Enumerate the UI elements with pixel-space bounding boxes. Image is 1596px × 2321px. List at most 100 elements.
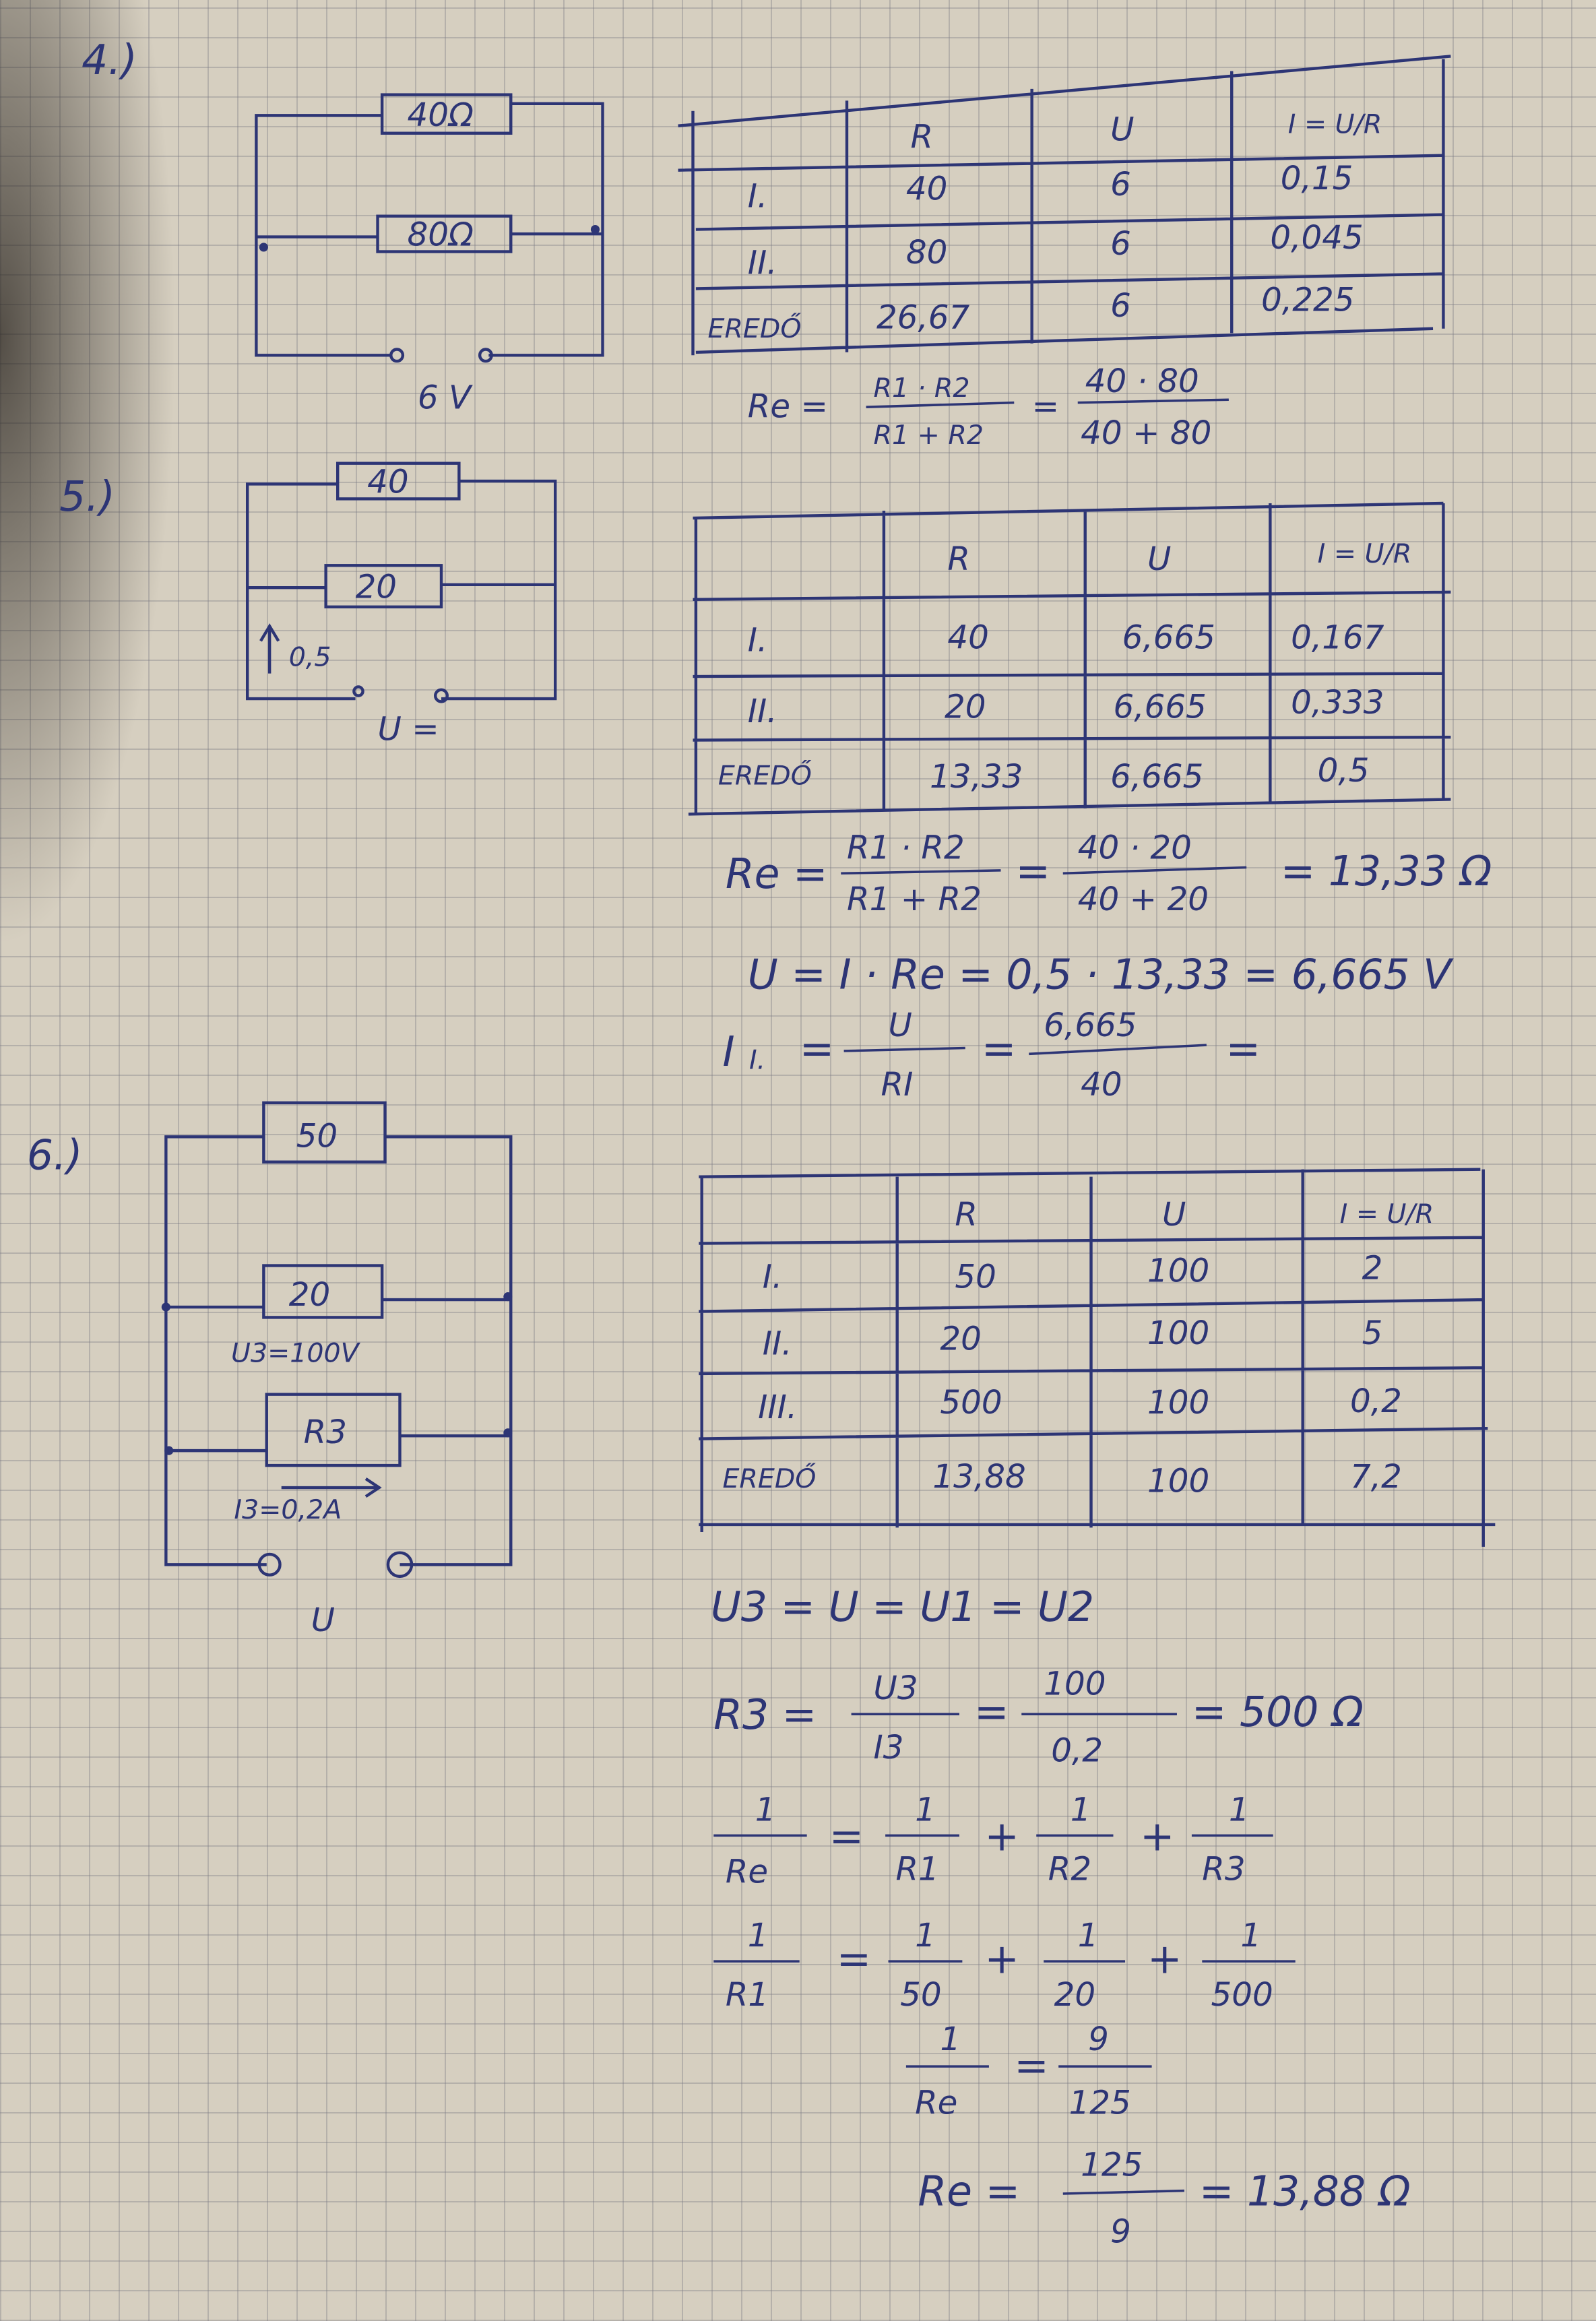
current-arrow-icon bbox=[259, 623, 280, 674]
numerator: U bbox=[889, 1007, 912, 1044]
subscript: I. bbox=[749, 1044, 765, 1075]
voltage-equation: U3 = U = U1 = U2 bbox=[711, 1583, 1094, 1631]
eq-text: = bbox=[1225, 1024, 1260, 1073]
equivalent-resistance-equation: Re = R1 · R2 R1 + R2 = 40 · 80 40 + 80 bbox=[748, 362, 1229, 452]
cell: 0,167 bbox=[1291, 618, 1384, 656]
numerator: R1 · R2 bbox=[847, 829, 965, 866]
result: = 13,33 Ω bbox=[1281, 847, 1492, 895]
cell: 50 bbox=[955, 1258, 996, 1296]
resistor-label: 40 bbox=[367, 464, 409, 501]
cell: 6 bbox=[1110, 225, 1131, 263]
eq-text: Re = bbox=[726, 850, 828, 898]
row-label: III. bbox=[758, 1389, 797, 1426]
problem-6: 6.) 50 20 R3 U3=100V I3=0,2A U R U I = U… bbox=[27, 1101, 1496, 2251]
results-table: R U I = U/R I. 50 100 2 II. 20 100 5 III… bbox=[699, 1168, 1496, 1547]
cell: 40 bbox=[947, 618, 989, 656]
result: = 500 Ω bbox=[1192, 1688, 1364, 1736]
eq-text: R3 = bbox=[713, 1690, 817, 1739]
row-label: EREDŐ bbox=[722, 1463, 816, 1494]
results-table: R U I = U/R I. 40 6,665 0,167 II. 20 6,6… bbox=[688, 501, 1451, 816]
cell: 80 bbox=[906, 234, 948, 272]
cell: 6,665 bbox=[1113, 689, 1206, 726]
eq-text: = bbox=[982, 1024, 1017, 1073]
header-r: R bbox=[955, 1196, 978, 1234]
equations: U3 = U = U1 = U2 R3 = U3 I3 = 100 0,2 = … bbox=[711, 1583, 1411, 2251]
eq-text: = bbox=[974, 1688, 1009, 1736]
cell: 0,225 bbox=[1261, 281, 1354, 319]
row-label: II. bbox=[748, 693, 777, 730]
resistor-label: 50 bbox=[296, 1118, 338, 1155]
denominator: R2 bbox=[1048, 1850, 1091, 1888]
denominator: R1 bbox=[896, 1850, 939, 1888]
header-i: I = U/R bbox=[1340, 1199, 1434, 1230]
result: = 13,88 Ω bbox=[1199, 2167, 1411, 2216]
voltage-equation: U = I · Re = 0,5 · 13,33 = 6,665 V bbox=[748, 951, 1454, 999]
voltage-label: U bbox=[311, 1601, 335, 1639]
header-r: R bbox=[947, 540, 970, 578]
numerator: U3 bbox=[874, 1670, 918, 1707]
denominator: 0,2 bbox=[1051, 1732, 1103, 1770]
numerator: 40 · 80 bbox=[1085, 362, 1199, 400]
numerator: 40 · 20 bbox=[1078, 829, 1192, 866]
source-voltage: 6 V bbox=[418, 379, 473, 416]
eq-text: + bbox=[984, 1935, 1019, 1983]
header-u: U bbox=[1162, 1196, 1186, 1234]
cell: 20 bbox=[945, 689, 986, 726]
eq-text: + bbox=[984, 1812, 1019, 1860]
eq-text: = bbox=[1032, 388, 1060, 426]
header-i: I = U/R bbox=[1318, 538, 1412, 569]
header-r: R bbox=[910, 119, 933, 156]
denominator: I3 bbox=[874, 1729, 904, 1767]
denominator: 40 + 80 bbox=[1081, 414, 1211, 452]
voltage-label: U3=100V bbox=[231, 1337, 361, 1368]
current-label: I3=0,2A bbox=[234, 1494, 342, 1525]
current-arrow-icon bbox=[281, 1477, 382, 1498]
numerator: 1 bbox=[915, 1791, 936, 1829]
denominator: R1 + R2 bbox=[847, 881, 982, 918]
denominator: Re bbox=[915, 2084, 957, 2122]
numerator: 6,665 bbox=[1044, 1007, 1137, 1044]
cell: 100 bbox=[1147, 1252, 1209, 1290]
numerator: 1 bbox=[1240, 1917, 1261, 1954]
denominator: Re bbox=[726, 1853, 768, 1891]
cell: 26,67 bbox=[876, 299, 970, 337]
denominator: R1 + R2 bbox=[874, 420, 984, 451]
eq-text: Re = bbox=[748, 388, 828, 426]
cell: 0,2 bbox=[1350, 1382, 1402, 1420]
voltage-label: U = bbox=[378, 711, 439, 749]
numerator: 1 bbox=[1229, 1791, 1250, 1829]
resistor-label: 20 bbox=[289, 1276, 331, 1314]
terminal bbox=[478, 348, 493, 363]
cell: 100 bbox=[1147, 1384, 1209, 1422]
denominator: 500 bbox=[1211, 1976, 1273, 2014]
cell: 0,5 bbox=[1318, 752, 1370, 790]
numerator: 9 bbox=[1088, 2021, 1109, 2058]
results-table: R U I = U/R I. 40 6 0,15 II. 80 6 0,045 … bbox=[678, 55, 1451, 356]
denominator: 40 + 20 bbox=[1078, 881, 1209, 918]
problem-4: 4.) 40Ω 80Ω 6 V R U I = U/R I. 40 6 0,15… bbox=[82, 36, 1451, 452]
numerator: 1 bbox=[755, 1791, 776, 1829]
resistor-label: R3 bbox=[304, 1413, 347, 1451]
header-u: U bbox=[1110, 111, 1134, 149]
eq-text: + bbox=[1147, 1935, 1182, 1983]
problem-5: 5.) 40 20 0,5 U = R U I = U/R I. 40 6,66… bbox=[59, 462, 1492, 1104]
cell: 7,2 bbox=[1350, 1458, 1402, 1496]
circuit-diagram: 50 20 R3 U3=100V I3=0,2A U bbox=[161, 1101, 513, 1639]
eq-text: I bbox=[722, 1027, 734, 1076]
resistor-2 bbox=[376, 214, 513, 253]
problem-number: 6.) bbox=[27, 1131, 83, 1180]
numerator: 125 bbox=[1081, 2147, 1143, 2184]
resistor-label: 20 bbox=[356, 569, 397, 606]
numerator: 1 bbox=[940, 2021, 961, 2058]
equations: Re = R1 · R2 R1 + R2 = 40 · 20 40 + 20 =… bbox=[722, 829, 1492, 1104]
eq-text: Re = bbox=[918, 2167, 1020, 2216]
cell: 13,33 bbox=[930, 758, 1023, 796]
cell: 100 bbox=[1147, 1314, 1209, 1352]
cell: 6,665 bbox=[1122, 618, 1215, 656]
cell: 40 bbox=[906, 170, 948, 208]
eq-text: = bbox=[800, 1024, 835, 1073]
denominator: RI bbox=[881, 1066, 914, 1104]
denominator: 50 bbox=[900, 1976, 942, 2014]
numerator: 100 bbox=[1044, 1665, 1106, 1703]
